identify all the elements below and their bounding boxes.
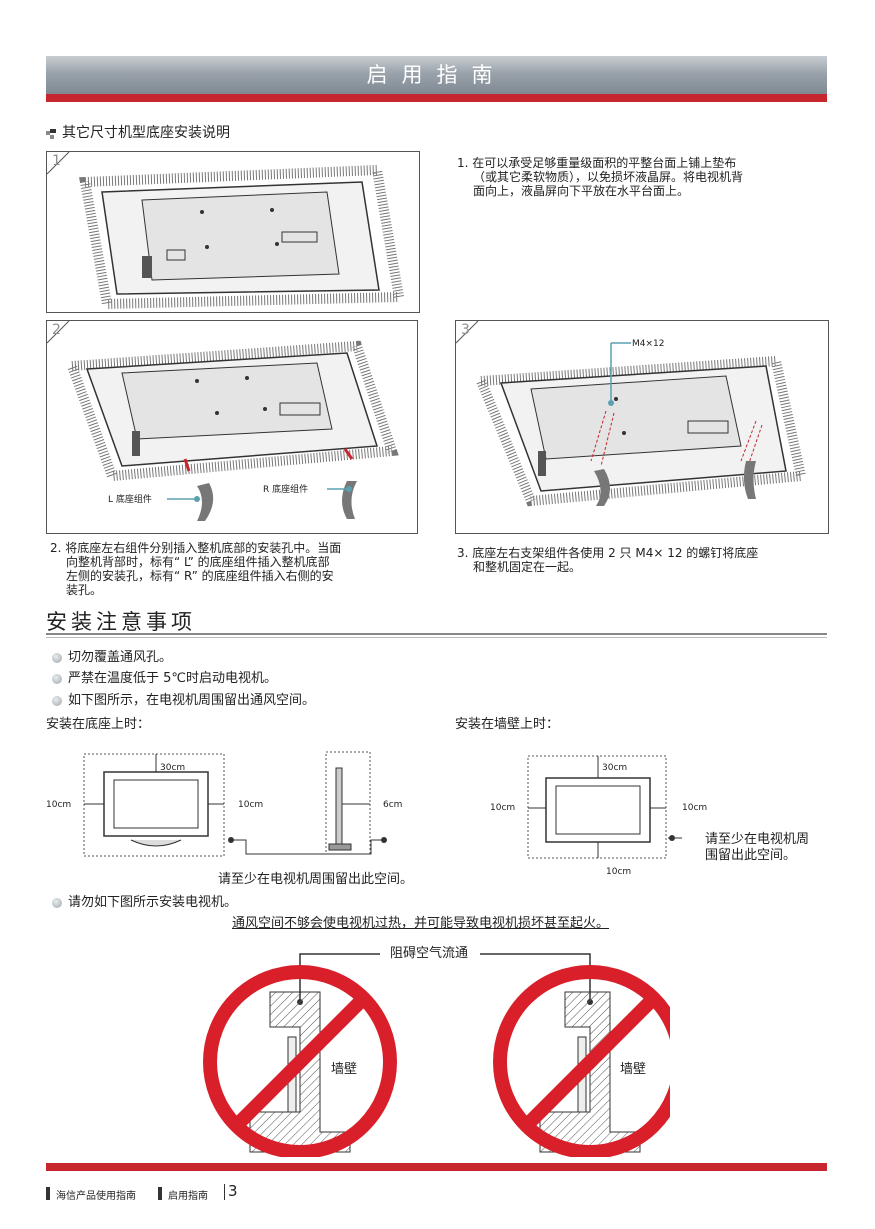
- panel-number-2: 2: [52, 322, 61, 338]
- section-title: 其它尺寸机型底座安装说明: [62, 125, 230, 141]
- section-arrow-icon: [46, 126, 58, 145]
- tv-screw-illustration: [455, 320, 808, 507]
- screw-label: M4×12: [632, 339, 665, 349]
- l-stand-label: L 底座组件: [108, 495, 152, 505]
- wall-dim-top-30cm: 30cm: [602, 763, 628, 773]
- step-1-line-3: 面向上，液晶屏向下平放在水平台面上。: [473, 184, 690, 198]
- step-1-text: 1. 在可以承受足够重量级面积的平整台面上铺上垫布 （或其它柔软物质），以免损坏…: [457, 156, 743, 198]
- step-3-text: 3. 底座左右支架组件各使用 2 只 M4× 12 的螺钉将底座 和整机固定在一…: [457, 546, 758, 574]
- wall-label-right: 墙壁: [620, 1062, 647, 1077]
- dim-left-10cm: 10cm: [46, 800, 72, 810]
- header-red-stripe: [46, 94, 827, 102]
- wall-dim-bottom-10cm: 10cm: [606, 867, 632, 877]
- panel-number-3: 3: [461, 322, 470, 338]
- wall-clearance-note: 请至少在电视机周 围留出此空间。: [705, 832, 809, 864]
- step-2-line-2: 向整机背部时，标有“ L” 的底座组件插入整机底部: [66, 555, 330, 569]
- bullet-2: 严禁在温度低于 5℃时启动电视机。: [68, 671, 278, 686]
- bullet-icon: [52, 653, 62, 663]
- wall-note-line-1: 请至少在电视机周: [705, 832, 810, 847]
- step-2-text: 2. 将底座左右组件分别插入整机底部的安装孔中。当面 向整机背部时，标有“ L”…: [50, 541, 341, 597]
- heading-rule: [46, 633, 827, 635]
- footer-divider: [224, 1184, 225, 1200]
- footer-red-stripe: [46, 1163, 827, 1171]
- panel-step-1: [46, 151, 420, 313]
- r-stand-label: R 底座组件: [263, 485, 309, 495]
- step-3-line-1: 3. 底座左右支架组件各使用 2 只 M4× 12 的螺钉将底座: [457, 546, 759, 560]
- wall-dim-left-10cm: 10cm: [490, 803, 516, 813]
- bullet-icon: [52, 674, 62, 684]
- precautions-heading: 安装注意事项: [46, 610, 196, 634]
- step-2-line-1: 2. 将底座左右组件分别插入整机底部的安装孔中。当面: [50, 541, 342, 555]
- prohibited-install-diagram: [203, 953, 670, 1157]
- warning-text: 通风空间不够会使电视机过热，并可能导致电视机损坏甚至起火。: [232, 916, 610, 931]
- footer-bar-icon: [158, 1187, 162, 1200]
- bullet-3: 如下图所示，在电视机周围留出通风空间。: [68, 693, 316, 708]
- dim-side-6cm: 6cm: [383, 800, 403, 810]
- stand-clearance-diagram: [83, 751, 387, 857]
- footer-bar-icon: [46, 1187, 50, 1200]
- step-1-line-1: 1. 在可以承受足够重量级面积的平整台面上铺上垫布: [457, 156, 737, 170]
- step-2-line-4: 装孔。: [66, 583, 103, 597]
- bullet-4: 请勿如下图所示安装电视机。: [68, 895, 238, 910]
- header-banner: [46, 56, 827, 94]
- step-2-line-3: 左侧的安装孔，标有“ R” 的底座组件插入右侧的安: [66, 569, 334, 583]
- panel-step-2: [46, 320, 418, 534]
- tv-stand-insert-illustration: [46, 320, 399, 521]
- bullet-icon: [52, 696, 62, 706]
- footer-section: 启用指南: [168, 1191, 208, 1202]
- panel-number-1: 1: [52, 153, 61, 169]
- wall-note-line-2: 围留出此空间。: [705, 848, 797, 863]
- panel-step-3: [455, 320, 829, 534]
- step-3-line-2: 和整机固定在一起。: [473, 560, 582, 574]
- page-title: 启用指南: [366, 63, 507, 87]
- footer-brand: 海信产品使用指南: [56, 1191, 136, 1202]
- stand-mount-title: 安装在底座上时：: [46, 717, 151, 732]
- wall-clearance-diagram: [527, 755, 682, 859]
- blocked-airflow-label: 阻碍空气流通: [390, 946, 469, 961]
- dim-right-10cm: 10cm: [238, 800, 264, 810]
- wall-dim-right-10cm: 10cm: [682, 803, 708, 813]
- stand-clearance-note: 请至少在电视机周围留出此空间。: [218, 872, 414, 887]
- bullet-1: 切勿覆盖通风孔。: [68, 650, 173, 665]
- heading-rule-thin: [46, 637, 827, 638]
- tv-back-illustration-1: [46, 151, 405, 310]
- dim-top-30cm: 30cm: [160, 763, 186, 773]
- bullet-icon: [52, 898, 62, 908]
- step-1-line-2: （或其它柔软物质），以免损坏液晶屏。将电视机背: [473, 170, 744, 184]
- footer-page-number: 3: [228, 1182, 238, 1200]
- wall-mount-title: 安装在墙壁上时：: [455, 717, 560, 732]
- wall-label-left: 墙壁: [331, 1062, 358, 1077]
